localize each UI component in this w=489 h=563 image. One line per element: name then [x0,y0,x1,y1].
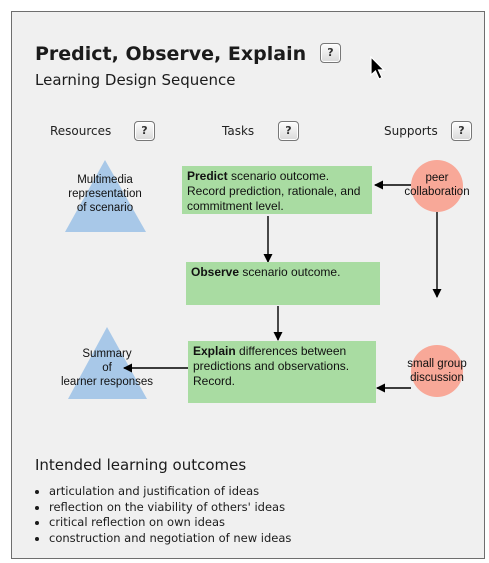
task-predict-text: scenario outcome. Record prediction, rat… [187,169,361,213]
task-box-observe: Observe scenario outcome. [186,262,380,305]
resource-triangle-summary [68,327,147,399]
task-explain-keyword: Explain [193,344,236,358]
column-header-tasks: Tasks [222,124,255,138]
outcomes-list: articulation and justification of ideas … [35,484,291,546]
task-box-explain: Explain differences between predictions … [188,341,376,403]
page-subtitle: Learning Design Sequence [35,71,236,89]
support-circle-peer [411,160,463,212]
outcome-item: construction and negotiation of new idea… [49,531,291,547]
support-label-peer: peer collaboration [404,172,470,198]
task-observe-keyword: Observe [191,265,240,279]
outcome-item: articulation and justification of ideas [49,484,291,500]
supports-help-button[interactable]: ? [451,121,472,141]
task-box-predict: Predict scenario outcome. Record predict… [182,166,372,214]
resource-label-multimedia: Multimedia representation of scenario [68,174,142,214]
column-header-supports: Supports [384,124,438,138]
task-observe-text: scenario outcome. [239,265,341,279]
column-header-resources: Resources [50,124,112,138]
support-circle-group [411,345,463,397]
tasks-help-button[interactable]: ? [278,121,299,141]
resource-label-summary: Summary of learner responses [60,348,154,388]
support-label-group: small group discussion [407,358,467,384]
page-title: Predict, Observe, Explain [35,43,307,65]
title-help-button[interactable]: ? [320,43,341,63]
outcome-item: reflection on the viability of others' i… [49,500,291,516]
resources-help-button[interactable]: ? [134,121,155,141]
task-predict-keyword: Predict [187,169,228,183]
arrow-pointer-icon [370,56,386,80]
outcomes-heading: Intended learning outcomes [35,456,247,474]
resource-triangle-multimedia [65,160,146,232]
outcome-item: critical reflection on own ideas [49,515,291,531]
task-explain-text: differences between predictions and obse… [193,344,350,388]
